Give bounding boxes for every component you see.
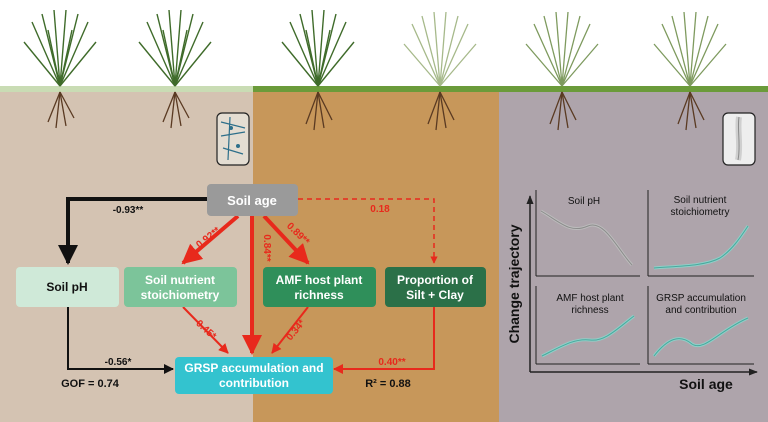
panel-2-title-line2: stoichiometry [671,207,730,218]
gof-label: GOF = 0.74 [61,378,120,390]
path-soil-age-to-soil-ph [58,197,207,265]
node-soil-nutrient-stoichiometry: Soil nutrient stoichiometry [124,267,237,307]
coef-silt-grsp: 0.40** [378,357,405,368]
plant-icon [653,11,727,131]
panel-3-curve [541,315,635,357]
trajectory-panel: Change trajectory Soil age Soil pH Soil … [506,190,758,392]
ground-strip-young [0,86,253,92]
node-soil-ph: Soil pH [16,267,119,307]
panel-3-title-line2: richness [571,305,608,316]
path-soil-age-to-amf [262,214,310,265]
node-nutrient-label-line1: Soil nutrient [145,273,215,287]
path-soil-ph-to-grsp [67,307,174,374]
panel-4-title-line1: GRSP accumulation [656,293,746,304]
trajectory-y-label: Change trajectory [506,224,522,343]
panel-2-curve [653,225,749,269]
coef-age-ph: -0.93** [113,205,144,216]
node-proportion-silt-clay: Proportion of Silt + Clay [385,267,486,307]
path-amf-to-grsp [271,306,309,354]
path-soil-age-to-nutrient [181,214,240,265]
panel-2-title-line1: Soil nutrient [674,195,727,206]
trajectory-x-label: Soil age [679,376,733,392]
panel-4-title-line2: and contribution [665,305,736,316]
plant-icon [23,9,97,129]
plant-icon [525,11,599,131]
node-amf-label-line2: richness [294,288,344,302]
panel-1-title: Soil pH [568,196,600,207]
panel-1-curve [540,210,633,266]
panel-4-curve [653,317,749,357]
path-soil-age-to-silt-clay [298,198,438,264]
node-grsp-accumulation: GRSP accumulation and contribution [175,357,333,394]
node-grsp-label-line1: GRSP accumulation and [184,361,323,375]
r2-label: R² = 0.88 [365,378,411,390]
ground-strip-grass [253,86,768,92]
node-soil-ph-label: Soil pH [46,280,87,294]
node-amf-host-plant-richness: AMF host plant richness [263,267,376,307]
node-silt-label-line2: Silt + Clay [406,288,464,302]
path-silt-clay-to-grsp [333,307,435,374]
node-amf-label-line1: AMF host plant [276,273,363,287]
node-soil-age-label: Soil age [227,193,277,208]
node-silt-label-line1: Proportion of [397,273,474,287]
coef-age-silt: 0.18 [370,204,390,215]
plant-icon [281,9,355,131]
path-nutrient-to-grsp [182,306,229,354]
plant-icon [403,11,477,131]
root-callout-icon [722,112,756,166]
coef-age-grsp: 0.84** [261,234,272,261]
node-nutrient-label-line2: stoichiometry [141,288,220,302]
node-grsp-label-line2: contribution [219,376,289,390]
coef-ph-grsp: -0.56* [105,357,132,368]
node-soil-age: Soil age [207,184,298,216]
mycorrhiza-callout-icon [216,112,250,166]
sky-band [0,0,768,90]
panel-3-title-line1: AMF host plant [556,293,623,304]
plant-icon [138,9,212,129]
